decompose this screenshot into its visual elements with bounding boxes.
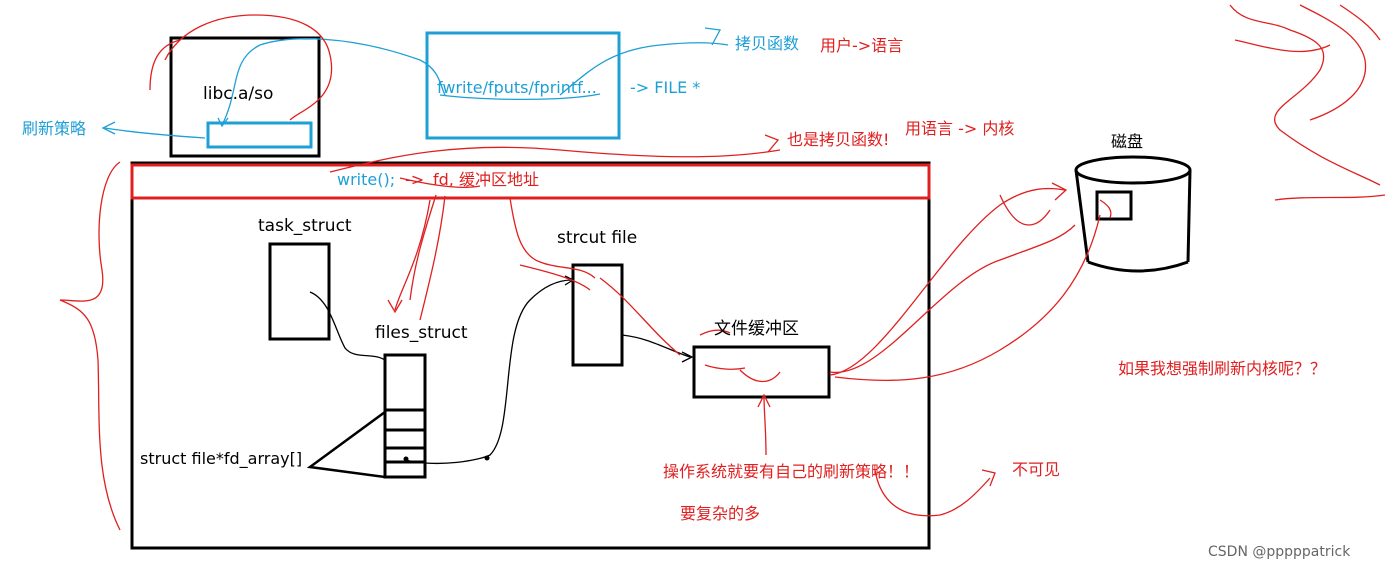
red-annotations	[329, 134, 1112, 517]
file-buffer-label: 文件缓冲区	[714, 319, 799, 339]
files-struct-label: files_struct	[375, 323, 468, 343]
watermark: CSDN @pppppatrick	[1208, 544, 1351, 560]
file-buffer-box	[692, 345, 831, 399]
strcut-file-label: strcut file	[557, 228, 638, 248]
disk-icon	[1074, 155, 1192, 273]
write-call-label: write();	[337, 170, 396, 189]
black-connectors	[309, 275, 694, 465]
fd-array-dot	[403, 456, 409, 462]
kernel-box	[130, 161, 931, 550]
task-struct-box	[268, 242, 331, 341]
libc-buffer-box	[206, 121, 313, 149]
disk-label: 磁盘	[1111, 132, 1144, 151]
strcut-file-box	[571, 263, 624, 367]
libc-label: libc.a/so	[203, 84, 274, 104]
libc-box	[169, 36, 321, 158]
copy-func-label: 拷贝函数	[735, 34, 800, 53]
libc-scribble	[149, 14, 333, 121]
write-arrow-label: ->	[405, 170, 425, 189]
fd-array-label: struct file*fd_array[]	[140, 449, 303, 468]
os-policy-label: 操作系统就要有自己的刷新策略！！	[663, 462, 920, 481]
flush-policy-label: 刷新策略	[22, 119, 87, 138]
invisible-label: 不可见	[1012, 460, 1061, 479]
top-right-scribble	[1229, 4, 1386, 201]
fd-buffer-label: fd, 缓冲区地址	[433, 170, 539, 189]
also-copy-label: 也是拷贝函数!	[787, 130, 890, 149]
task-struct-label: task_struct	[258, 216, 352, 236]
user-to-lang-label: 用户->语言	[820, 36, 904, 55]
force-flush-label: 如果我想强制刷新内核呢？？	[1118, 359, 1327, 378]
stdio-func-box	[425, 31, 621, 140]
stdio-func-label: fwrite/fputs/fprintf...	[437, 78, 597, 97]
lang-to-kernel-label: 用语言 -> 内核	[905, 119, 1015, 138]
pointer-dot	[484, 455, 490, 461]
syscall-layer-box	[130, 163, 931, 200]
more-complex-label: 要复杂的多	[680, 504, 761, 523]
fd-array-pointer-triangle	[306, 409, 387, 479]
file-ptr-label: -> FILE *	[630, 78, 701, 97]
blue-annotations	[101, 27, 729, 139]
left-brace	[59, 161, 121, 531]
